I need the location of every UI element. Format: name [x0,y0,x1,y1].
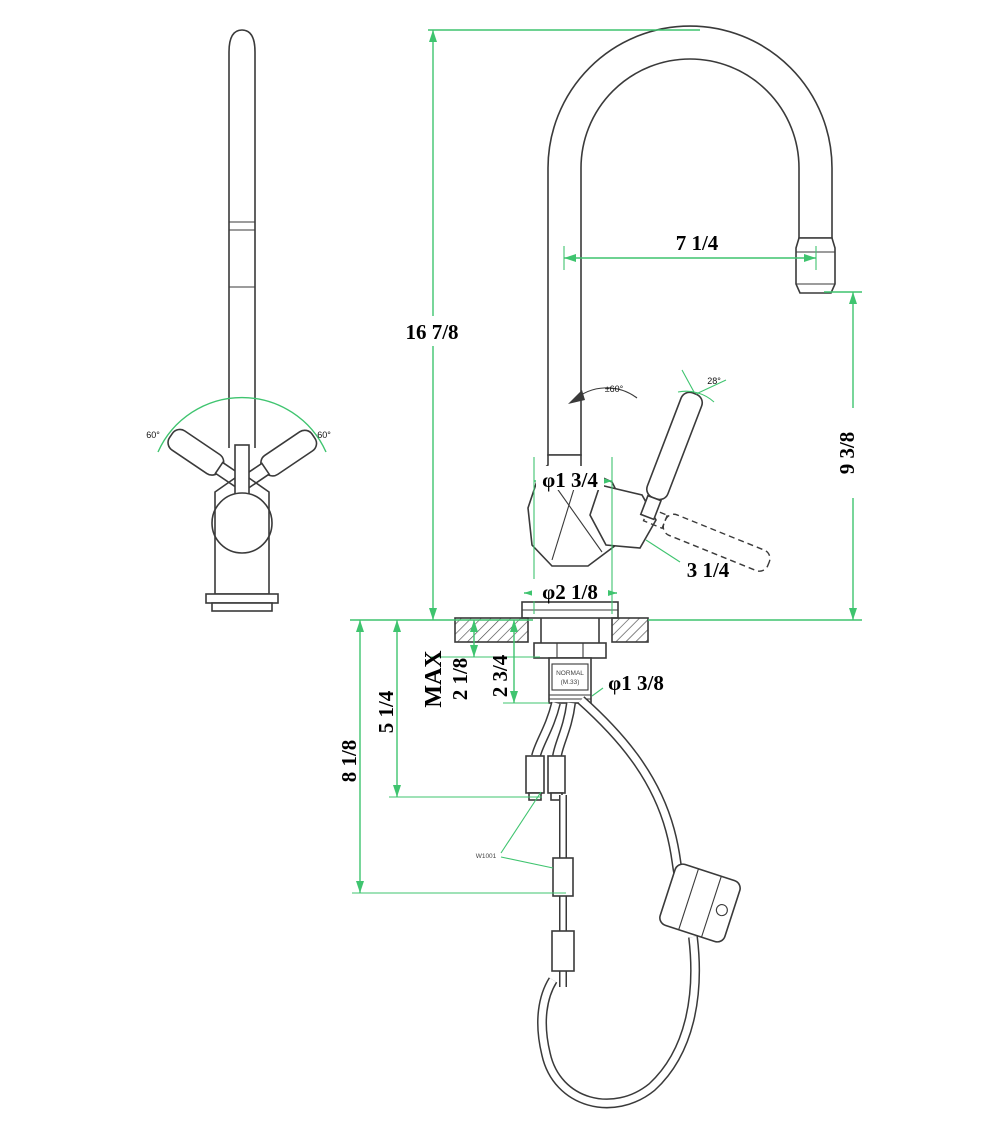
dim-supply-hose-drop: 5 1/4 [374,690,398,733]
dim-handle-length: 3 1/4 [687,558,730,582]
swivel-arrowhead [568,390,585,404]
dimensions: 16 7/8 7 1/4 9 3/8 3 1/4 φ1 3/4 φ2 1/8 φ… [337,29,862,894]
dim-max-deck-thickness: 2 1/8 [448,658,472,701]
dim-pulldown-hose-drop: 8 1/8 [337,740,361,783]
shank-label-box [551,663,589,691]
dim-bg-escutcheon-dia [532,579,608,601]
deck-right [611,617,649,643]
shank-label-line2: (M.33) [561,679,580,686]
dim-bg-body-dia [536,466,604,490]
leader-handle-length [645,539,681,563]
supply-fitting-1 [525,755,545,794]
mounting-nut [533,642,607,659]
dim-bg-overall-height [386,316,478,346]
handle-tilt-angle-label: 28° [707,376,721,386]
dim-outlet-height: 9 3/8 [835,432,859,475]
front-base-flange [205,593,279,604]
supply-hose-1 [531,701,561,758]
hose-note-leader-2 [500,856,554,869]
spray-hose [537,696,700,1109]
handle-tilt-ref-1 [681,369,695,393]
leader-shank-dia [591,687,604,697]
supply-fitting-2 [547,755,566,794]
dim-escutcheon-diameter: φ2 1/8 [542,580,598,604]
gooseneck-spout [547,25,833,456]
dim-bg-outlet-height [835,408,860,498]
hose-weight [659,863,741,943]
dim-body-diameter: φ1 3/4 [542,468,598,492]
quick-connect-upper [552,857,574,897]
front-view: 60° 60° [146,29,331,612]
hose-note-leader-1 [500,791,542,854]
front-stem [234,444,250,496]
dim-shank-length: 2 3/4 [488,654,512,697]
handle-lever [639,391,704,521]
dim-spout-reach: 7 1/4 [676,231,719,255]
side-view: ±60° 28° NORMA [454,25,836,1109]
handle-tilt-arc [677,390,715,403]
supply-hose-2 [552,702,576,757]
front-spout-tube [228,29,256,448]
handle-swing-arc [157,396,327,453]
handle-swing-left-angle: 60° [146,430,160,440]
handle-swing-right-angle: 60° [317,430,331,440]
swivel-angle-label: ±60° [605,384,624,394]
dim-shank-diameter: φ1 3/8 [608,671,664,695]
quick-connect-lower [551,930,575,972]
front-sphere-joint [211,492,273,554]
deck-left [454,617,529,643]
front-base-ring [211,602,273,612]
handle-tilt-ref-2 [695,379,727,395]
shank-label-line1: NORMAL [556,670,584,677]
dim-max-label: MAX [421,650,447,708]
handle-hub [589,484,657,549]
dim-overall-height: 16 7/8 [405,320,458,344]
hose-note: W1001 [476,853,497,860]
